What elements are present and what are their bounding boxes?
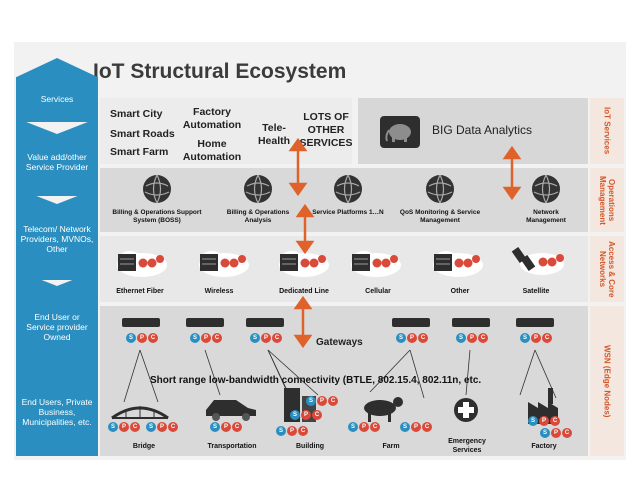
tier-end-users: End Users, Private Business, Municipalit… [16,352,98,456]
net-wireless: Wireless [204,288,234,295]
op-service-platforms: Service Platforms 1…N [312,209,384,216]
emergency-icon [454,398,478,422]
cloud-server-icon [351,251,401,277]
net-ethernet: Ethernet Fiber [116,288,164,295]
globe-icon [334,174,362,204]
big-data-label: BIG Data Analytics [432,123,533,137]
net-other: Other [450,288,470,295]
bridge-icon [111,406,169,420]
globe-icon [532,174,560,204]
svc-lots-of-other: LOTS OF OTHER SERVICES [299,111,353,149]
endpoint-farm: Farm [382,443,400,450]
gateways-label: Gateways [316,337,363,348]
endpoint-transportation: Transportation [207,443,257,450]
svc-smart-roads: Smart Roads [110,128,175,140]
endpoint-building: Building [296,443,324,450]
op-network-mgmt: Network Management [526,209,566,224]
label-operations: Operations Management [590,168,624,232]
globe-icon [143,174,171,204]
endpoint-emergency: Emergency Services [448,438,486,454]
short-range-label: Short range low-bandwidth connectivity (… [150,375,482,386]
op-boss: Billing & Operations Support System (BOS… [112,209,202,224]
svc-factory-automation: Factory Automation [182,106,242,131]
cloud-server-icon [279,251,329,277]
op-qos: QoS Monitoring & Service Management [399,209,481,224]
globe-icon [244,174,272,204]
label-wsn: WSN (Edge Nodes) [590,306,624,456]
endpoint-factory: Factory [531,443,557,450]
net-dedicated: Dedicated Line [279,288,329,295]
cloud-server-icon [433,251,483,277]
wsn-row [100,306,588,456]
label-networks: Access & Core Networks [590,236,624,302]
label-iot-services: IoT Services [590,98,624,164]
svc-tele-health: Tele-Health [257,122,291,147]
networks-row [100,236,588,302]
elephant-icon [380,116,420,148]
svc-smart-city: Smart City [110,108,163,120]
svc-home-automation: Home Automation [182,138,242,163]
endpoint-bridge: Bridge [132,443,156,450]
cloud-server-icon [199,251,249,277]
svc-smart-farm: Smart Farm [110,146,169,158]
satellite-cloud-icon [511,246,564,275]
tier-end-user-owned: End User or Service provider Owned [16,270,98,374]
cloud-server-icon [117,251,167,277]
cow-icon [364,397,403,422]
net-cellular: Cellular [365,288,391,295]
op-analysis: Billing & Operations Analysis [226,209,290,224]
globe-icon [426,174,454,204]
diagram-title: IoT Structural Ecosystem [93,60,347,83]
car-icon [206,400,256,421]
net-satellite: Satellite [522,288,550,295]
services-panel [100,98,352,164]
